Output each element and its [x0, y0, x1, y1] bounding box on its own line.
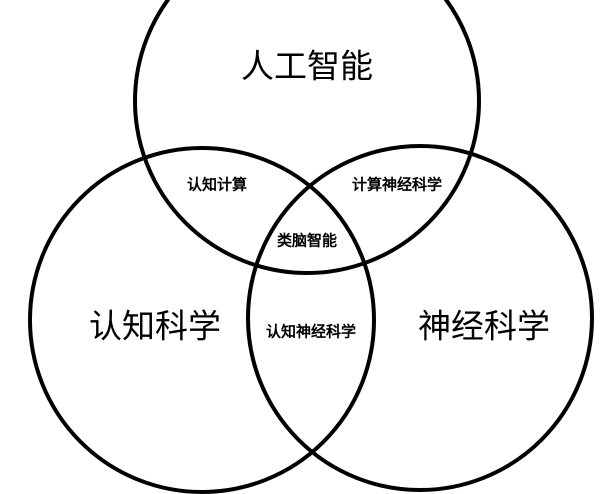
circle-cognitive-science — [28, 146, 376, 494]
overlap-label-ai-cognitive: 认知计算 — [187, 176, 247, 194]
circle-neuroscience — [246, 144, 594, 492]
overlap-label-ai-neuro: 计算神经科学 — [352, 176, 442, 194]
circle-artificial-intelligence — [133, 0, 481, 275]
set-label-neuroscience: 神经科学 — [418, 307, 550, 346]
set-label-artificial-intelligence: 人工智能 — [241, 47, 373, 86]
overlap-label-all-three: 类脑智能 — [277, 232, 337, 250]
set-label-cognitive-science: 认知科学 — [89, 307, 221, 346]
overlap-label-cognitive-neuro: 认知神经科学 — [266, 323, 356, 341]
